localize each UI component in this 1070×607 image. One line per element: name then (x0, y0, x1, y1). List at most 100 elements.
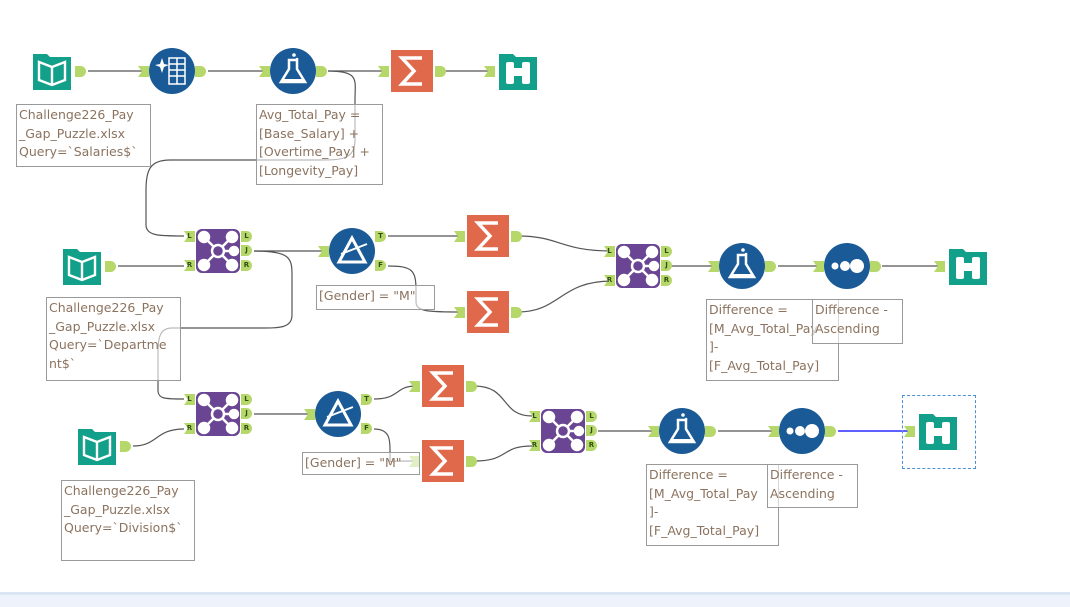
summarize-tool[interactable] (389, 48, 435, 94)
input-anchor[interactable] (934, 261, 945, 272)
output-anchor[interactable] (466, 456, 477, 467)
tool-annotation: Challenge226_Pay _Gap_Puzzle.xlsx Query=… (16, 104, 151, 167)
output-anchor-left[interactable]: L (241, 231, 252, 242)
output-anchor[interactable] (435, 66, 446, 77)
input-anchor-right[interactable]: R (184, 423, 195, 434)
input-tool[interactable] (74, 423, 120, 469)
input-anchor[interactable] (454, 307, 465, 318)
output-anchor[interactable] (75, 66, 86, 77)
binoculars-icon (919, 414, 957, 450)
output-anchor[interactable] (511, 231, 522, 242)
join-tool[interactable] (195, 391, 241, 437)
input-anchor[interactable] (454, 231, 465, 242)
input-anchor-left[interactable]: L (604, 246, 615, 257)
summarize-tool[interactable] (420, 438, 466, 484)
output-anchor-right[interactable]: R (241, 423, 252, 434)
sort-tool[interactable] (824, 243, 870, 289)
input-anchor-right[interactable]: R (184, 260, 195, 271)
connection (517, 235, 613, 252)
output-anchor-right[interactable]: R (661, 275, 672, 286)
input-anchor[interactable] (378, 66, 389, 77)
browse-tool[interactable] (915, 408, 961, 454)
output-anchor-true[interactable]: T (375, 231, 386, 242)
sort-icon (824, 243, 870, 289)
formula-tool[interactable] (719, 243, 765, 289)
output-anchor[interactable] (870, 261, 881, 272)
output-anchor-join[interactable]: J (661, 260, 672, 271)
input-anchor-right[interactable]: R (604, 275, 615, 286)
join-icon (196, 229, 240, 273)
input-anchor-right[interactable]: R (529, 440, 540, 451)
output-anchor[interactable] (120, 441, 131, 452)
input-anchor[interactable] (138, 66, 149, 77)
input-anchor-left[interactable]: L (184, 394, 195, 405)
input-tool[interactable] (59, 243, 105, 289)
output-anchor[interactable] (466, 381, 477, 392)
input-anchor[interactable] (768, 426, 779, 437)
book-icon (33, 54, 71, 90)
connections (88, 70, 942, 463)
output-anchor-true[interactable]: T (361, 394, 372, 405)
output-anchor[interactable] (511, 307, 522, 318)
formula-tool[interactable] (659, 408, 705, 454)
sigma-icon (467, 291, 509, 333)
input-anchor[interactable] (904, 426, 915, 437)
output-anchor-join[interactable]: J (241, 408, 252, 419)
input-anchor[interactable] (409, 381, 420, 392)
tool-annotation: [Gender] = "M" (302, 452, 420, 475)
summarize-tool[interactable] (465, 289, 511, 335)
status-bar (0, 592, 1070, 607)
output-anchor-left[interactable]: L (241, 394, 252, 405)
sparkle-grid-icon (149, 48, 195, 94)
output-anchor[interactable] (316, 66, 327, 77)
output-anchor-right[interactable]: R (586, 440, 597, 451)
sort-icon (779, 408, 825, 454)
input-anchor[interactable] (304, 409, 315, 420)
input-anchor[interactable] (648, 426, 659, 437)
output-anchor-join[interactable]: J (586, 425, 597, 436)
output-anchor-join[interactable]: J (241, 245, 252, 256)
sigma-icon (422, 365, 464, 407)
input-anchor-left[interactable]: L (184, 231, 195, 242)
flask-icon (719, 243, 765, 289)
filter-tool[interactable] (315, 391, 361, 437)
book-icon (78, 429, 116, 465)
input-anchor[interactable] (318, 246, 329, 257)
summarize-tool[interactable] (465, 213, 511, 259)
sort-tool[interactable] (779, 408, 825, 454)
filter-tool[interactable] (329, 228, 375, 274)
output-anchor-left[interactable]: L (586, 411, 597, 422)
browse-tool[interactable] (945, 243, 991, 289)
input-anchor[interactable] (708, 261, 719, 272)
join-icon (541, 409, 585, 453)
join-tool[interactable] (540, 408, 586, 454)
binoculars-icon (949, 249, 987, 285)
output-anchor[interactable] (765, 261, 776, 272)
output-anchor-false[interactable]: F (375, 260, 386, 271)
connection (473, 385, 533, 417)
output-anchor[interactable] (705, 426, 716, 437)
output-anchor-left[interactable]: L (661, 246, 672, 257)
tool-annotation: Avg_Total_Pay = [Base_Salary] + [Overtim… (256, 104, 383, 185)
input-anchor[interactable] (259, 66, 270, 77)
output-anchor[interactable] (105, 261, 116, 272)
output-anchor-false[interactable]: F (361, 423, 372, 434)
formula-tool[interactable] (270, 48, 316, 94)
output-anchor-right[interactable]: R (241, 260, 252, 271)
join-tool[interactable] (615, 243, 661, 289)
connection (145, 70, 356, 237)
summarize-tool[interactable] (420, 363, 466, 409)
input-anchor-left[interactable]: L (529, 411, 540, 422)
input-anchor[interactable] (813, 261, 824, 272)
connection (473, 445, 533, 462)
browse-tool[interactable] (495, 48, 541, 94)
input-tool[interactable] (29, 48, 75, 94)
input-anchor[interactable] (484, 66, 495, 77)
connection (517, 280, 613, 313)
autofield-tool[interactable] (149, 48, 195, 94)
output-anchor[interactable] (195, 66, 206, 77)
join-tool[interactable] (195, 228, 241, 274)
tool-annotation: Difference - Ascending (812, 299, 903, 344)
output-anchor[interactable] (825, 426, 836, 437)
